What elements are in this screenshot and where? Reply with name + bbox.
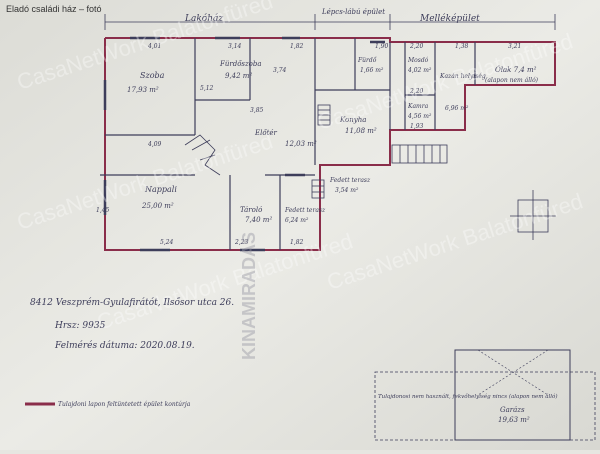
hrsz-text: Hrsz: 9935 [54,321,106,331]
room-furdoszoba: Fürdőszoba [219,59,262,68]
room-kamra2-area: 4,56 m² [407,113,432,120]
room-konyha: Konyha [339,116,366,124]
room-mosdo-area: 4,02 m² [407,67,432,74]
svg-text:3,74: 3,74 [273,67,287,74]
room-kazan-area: 6,96 m² [445,105,469,112]
overlay-caption: Eladó családi ház – fotó [6,4,102,14]
svg-text:1,82: 1,82 [290,239,304,246]
label-lepcs: Lépcs-lábú épület [321,8,385,16]
svg-text:1,90: 1,90 [375,43,389,50]
room-kazan: Kazán helyiség [439,73,486,80]
room-furdo2: Fürdő [357,57,377,64]
room-olak: Ólak 7,4 m² [495,65,537,74]
svg-text:3,21: 3,21 [508,43,521,50]
room-fedett-terasz2-area: 3,54 m² [335,187,359,194]
label-lakohaz: Lakóház [184,13,223,24]
wall-openings [103,36,385,252]
date-text: Felmérés dátuma: 2020.08.19. [54,340,195,351]
room-szoba: Szoba [140,71,165,80]
dimension-labels: 4,01 3,14 1,82 1,90 2,20 1,38 3,21 5,12 … [96,43,521,246]
svg-text:1,82: 1,82 [290,43,304,50]
room-nappali-area: 25,00 m² [141,202,174,210]
svg-text:5,24: 5,24 [160,239,174,246]
address-text: 8412 Veszprém-Gyulafirátót, Ilsősor utca… [30,297,234,308]
garage-note: Tulajdonosi nem használt, fekvőhelyiség … [378,393,557,400]
room-fedett-terasz-area: 6,24 m² [285,217,309,224]
room-tarolo: Tároló [240,206,262,214]
room-tarolo-area: 7,40 m² [245,216,272,224]
room-eloter: Előtér [254,128,278,137]
garage-outline [454,349,571,441]
label-mellekepulet: Melléképület [419,13,480,24]
stairs [184,104,448,199]
svg-text:4,01: 4,01 [147,43,161,50]
room-fedett-terasz: Fedett terasz [284,207,326,214]
garage-roof-lines [477,349,549,396]
room-mosdo: Mosdó [407,57,429,64]
room-olak-sub: (alapon nem álló) [485,77,539,84]
room-nappali: Nappali [144,185,177,194]
svg-text:3,14: 3,14 [228,43,242,50]
svg-text:1,93: 1,93 [410,123,424,130]
svg-text:3,85: 3,85 [250,107,264,114]
garage-label: Garázs [500,406,525,414]
stamp-vertical: KINAMIRADAS [239,232,259,360]
svg-text:2,20: 2,20 [409,88,424,95]
room-eloter-area: 12,03 m² [285,140,317,148]
room-furdo2-area: 1,66 m² [360,67,384,74]
svg-text:1,38: 1,38 [455,43,469,50]
compass-symbol [510,190,556,240]
room-konyha-area: 11,08 m² [345,127,377,135]
room-fedett-terasz2: Fedett terasz [329,177,371,184]
room-kamra2: Kamra [407,103,429,110]
legend-text: Tulajdoni lapon feltüntetett épület kont… [58,401,191,408]
svg-text:2,23: 2,23 [234,239,249,246]
garage-area: 19,63 m² [498,416,530,424]
svg-text:2,20: 2,20 [409,43,424,50]
svg-text:1,45: 1,45 [96,207,110,214]
room-szoba-area: 17,93 m² [127,86,159,94]
svg-text:5,12: 5,12 [200,85,214,92]
room-furdoszoba-area: 9,42 m² [225,72,252,80]
svg-text:4,09: 4,09 [147,141,162,148]
interior-walls [100,38,476,250]
